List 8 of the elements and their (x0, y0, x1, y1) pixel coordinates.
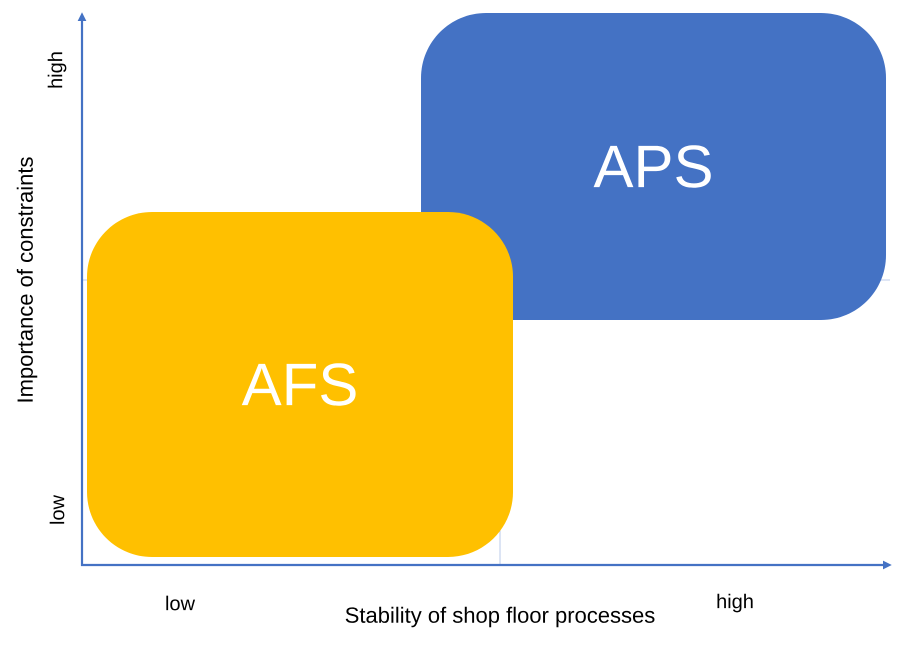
axis-label: low (166, 596, 196, 610)
axis-label: high (48, 52, 66, 88)
axis-label: low (50, 494, 64, 524)
quadrant-box: AFS (87, 212, 513, 557)
quadrant-box: APS (421, 13, 886, 320)
axis-label: high (717, 594, 753, 612)
axis-title: Stability of shop floor processes (346, 606, 654, 628)
axis-title: Importance of constraints (16, 157, 38, 402)
